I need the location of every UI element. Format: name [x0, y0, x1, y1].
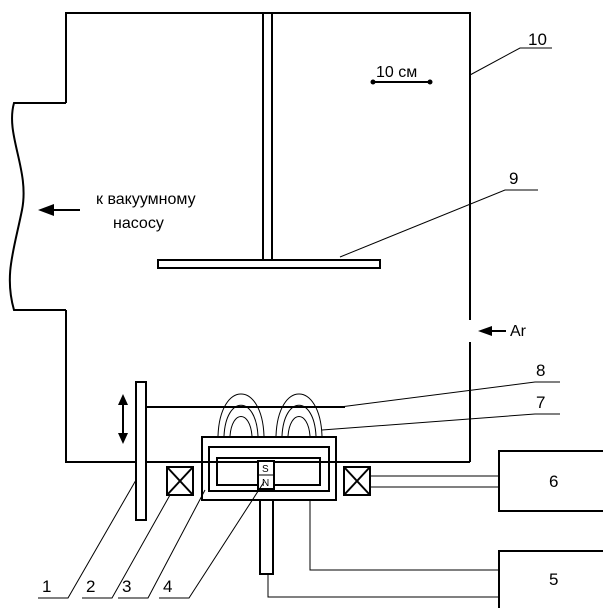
magnetron: S N: [201, 436, 337, 575]
arrow-left-icon: [38, 204, 54, 216]
insulator-left: [166, 466, 194, 496]
callouts: 10 9 8 7 1 2 3 4: [38, 30, 560, 599]
argon-inlet: Ar: [478, 323, 527, 340]
power-supply-6: 6: [370, 450, 603, 512]
arrow-up-icon: [118, 394, 128, 405]
plasma-field-lines: [217, 393, 323, 437]
insulator-right: [343, 466, 371, 496]
shutter: [118, 381, 345, 521]
power-supply-5: 5: [267, 500, 603, 608]
magnet-south-label: S: [262, 464, 269, 475]
pump-direction: к вакуумному насосу: [38, 191, 196, 232]
arrow-left-icon: [478, 326, 492, 336]
magnet-north-label: N: [262, 478, 269, 489]
label-1: 1: [42, 577, 51, 596]
label-5: 5: [549, 570, 558, 589]
label-4: 4: [163, 577, 172, 596]
label-8: 8: [536, 361, 545, 380]
label-9: 9: [509, 169, 518, 188]
label-2: 2: [86, 577, 95, 596]
scale-label: 10 см: [376, 64, 417, 81]
pump-label-line2: насосу: [113, 215, 164, 232]
label-3: 3: [122, 577, 131, 596]
substrate-holder: [157, 12, 381, 269]
pump-label-line1: к вакуумному: [96, 191, 196, 208]
label-10: 10: [528, 30, 547, 49]
label-6: 6: [549, 472, 558, 491]
argon-label: Ar: [510, 323, 527, 340]
arrow-down-icon: [118, 433, 128, 444]
label-7: 7: [536, 393, 545, 412]
scale-bar: 10 см: [370, 64, 433, 85]
